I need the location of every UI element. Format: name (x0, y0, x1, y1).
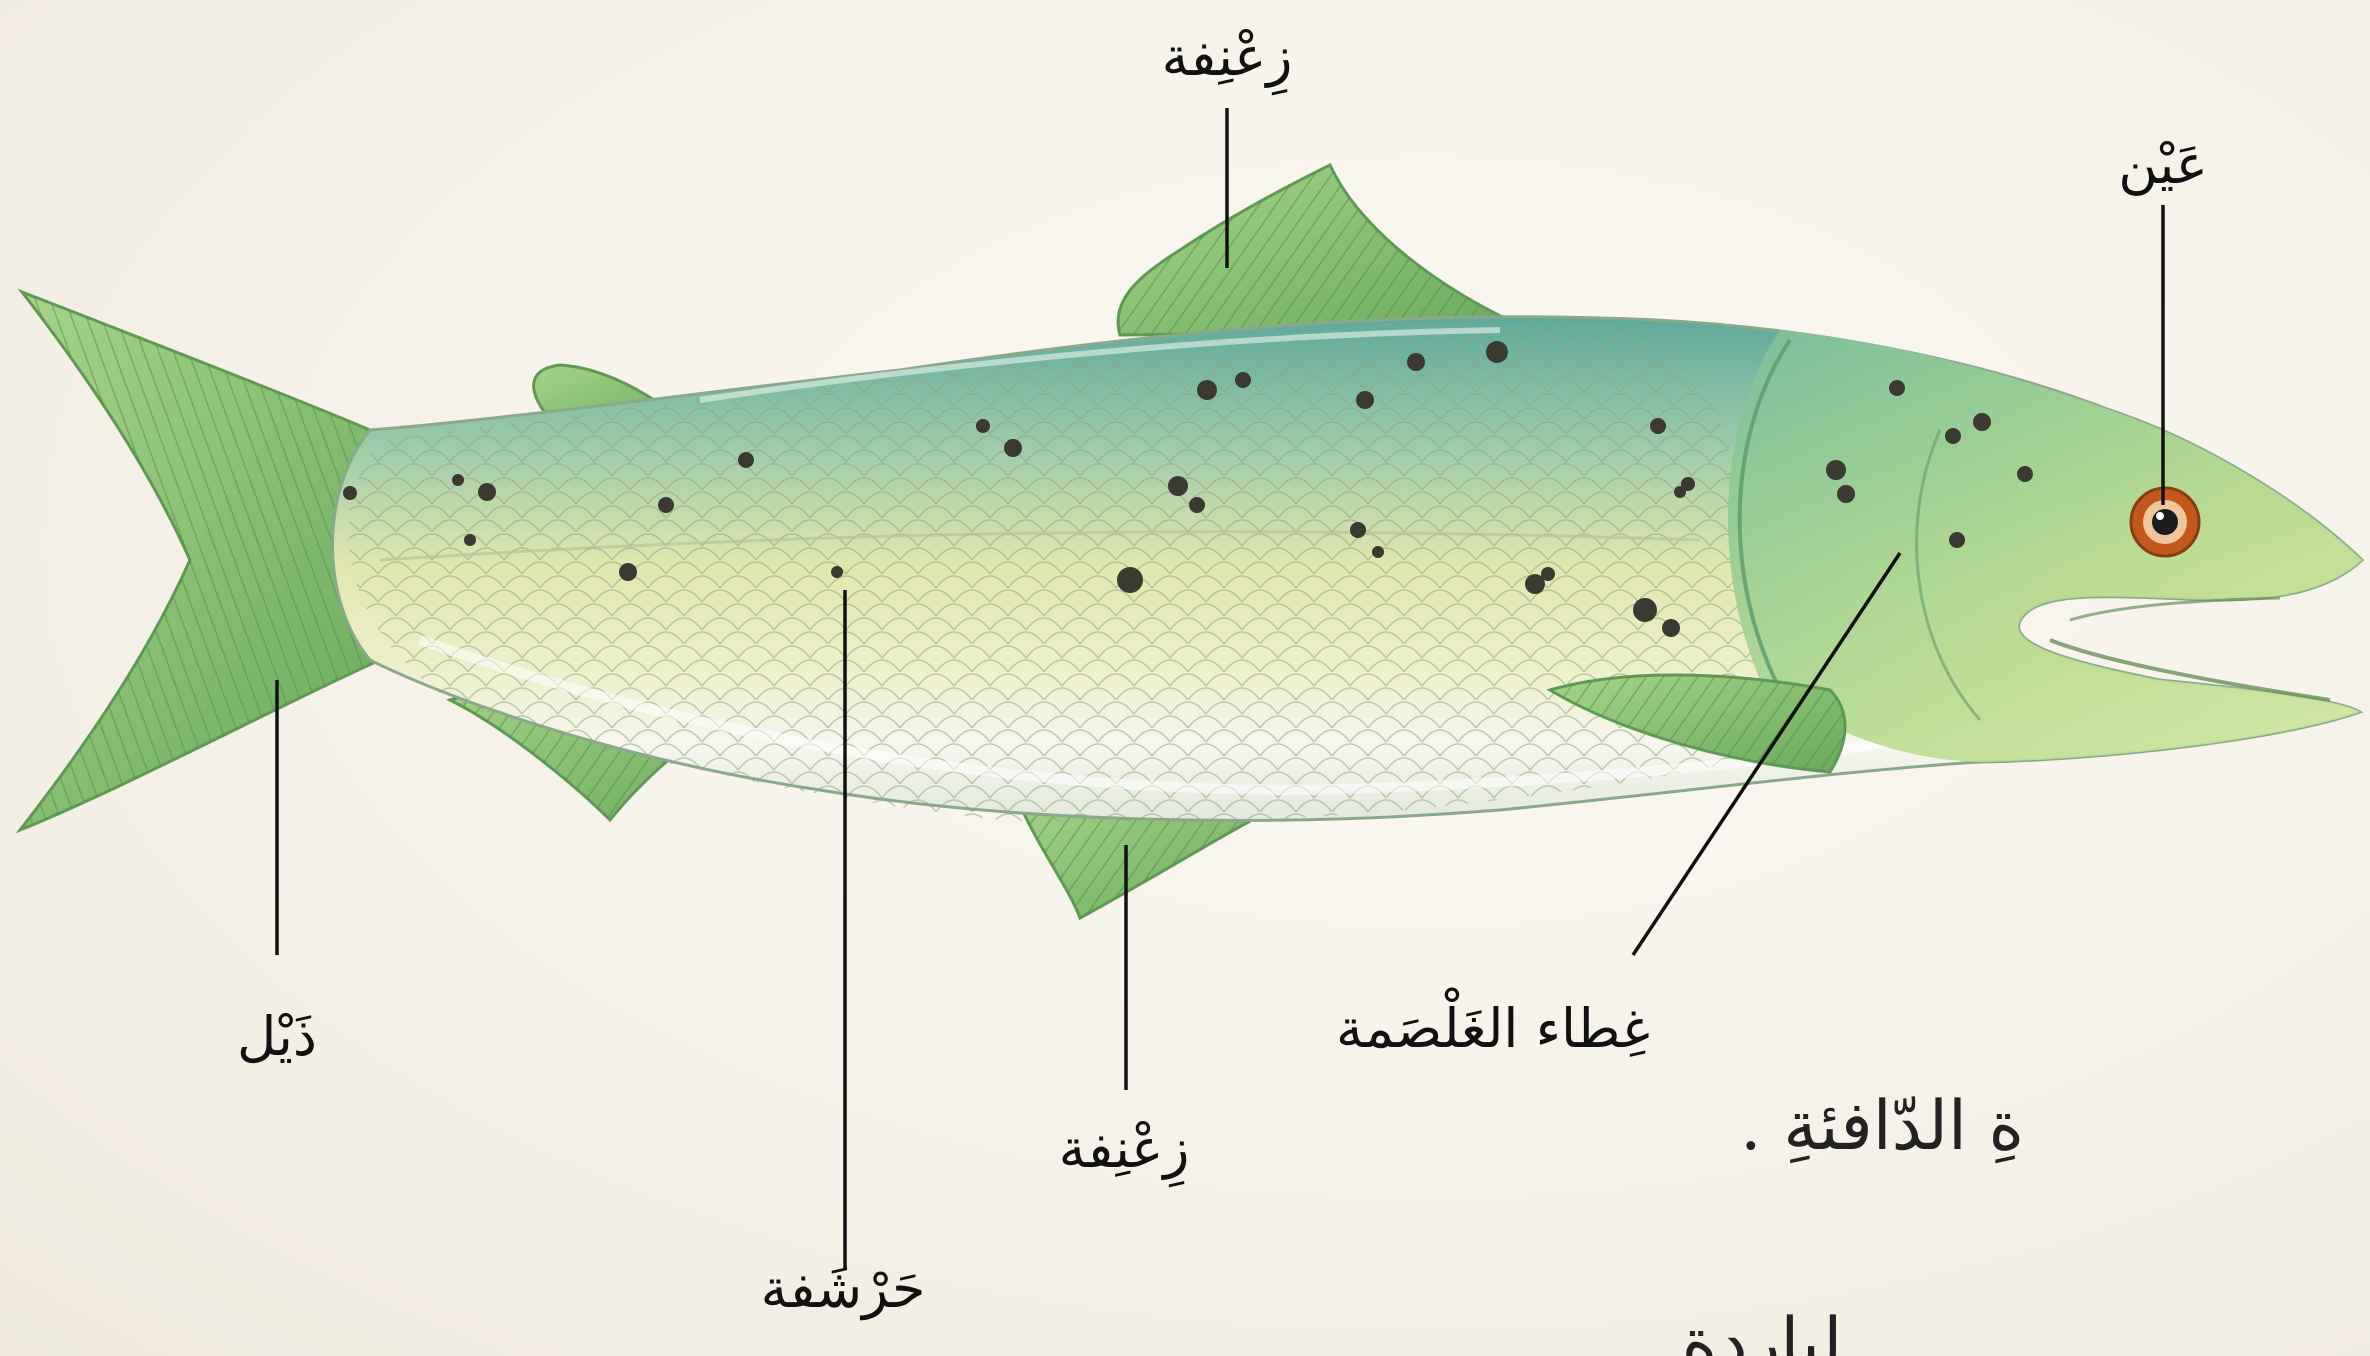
dorsal-fin (1118, 165, 1530, 335)
tail-fin (20, 292, 380, 830)
fish-eye (2131, 488, 2199, 556)
label-scale: حَرْشَفة (761, 1262, 926, 1316)
page-text-line-2: لبارِدة. (1660, 1310, 1842, 1356)
label-tail: ذَيْل (237, 1010, 317, 1064)
label-eye: عَيْن (2118, 138, 2208, 192)
label-gill-cover: غِطاء الغَلْصَمة (1336, 1002, 1650, 1056)
label-pelvic-fin: زِعْنِفة (1059, 1122, 1190, 1176)
label-dorsal-fin: زِعْنِفة (1162, 30, 1293, 84)
page-text-line-1: ةِ الدّافئةِ . (1740, 1093, 2024, 1161)
